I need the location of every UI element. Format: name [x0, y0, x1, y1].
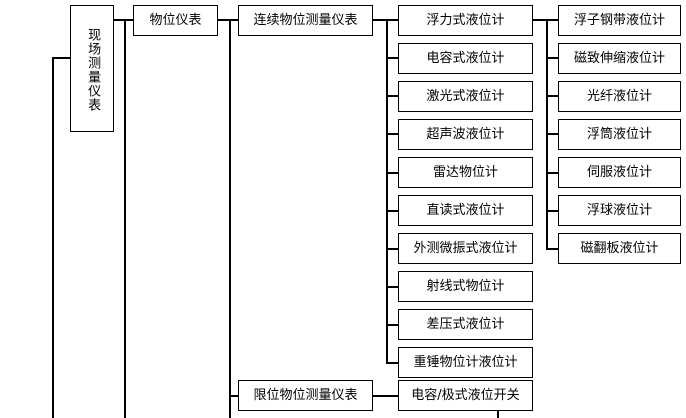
node-label: 物位仪表: [149, 12, 202, 28]
connector-child-stub-7: [386, 248, 398, 250]
node-label: 限位物位测量仪表: [253, 387, 358, 403]
node-label: 雷达物位计: [432, 164, 498, 180]
connector-child-stub-6: [386, 210, 398, 212]
node-weight-level-gauge[interactable]: 重锤物位计液位计: [398, 347, 533, 378]
connector-child-stub-2: [386, 57, 398, 59]
node-float-steel-tape-level-gauge[interactable]: 浮子钢带液位计: [558, 5, 681, 36]
connector-child-stub-1: [386, 19, 398, 21]
node-label: 浮筒液位计: [586, 126, 652, 142]
connector-buoyancy-stub-2: [546, 57, 558, 59]
node-radiation-level-gauge[interactable]: 射线式物位计: [398, 271, 533, 302]
connector-level2-in-stub: [124, 19, 134, 21]
node-label: 直读式液位计: [426, 202, 505, 218]
connector-buoyancy-stub-7: [546, 248, 558, 250]
node-label: 射线式物位计: [426, 278, 505, 294]
node-root-field-measuring-instruments[interactable]: 现场测量仪表: [70, 5, 114, 132]
node-level-indicator[interactable]: 物位仪表: [133, 5, 218, 36]
node-ultrasonic-level-gauge[interactable]: 超声波液位计: [398, 119, 533, 150]
node-direct-reading-level-gauge[interactable]: 直读式液位计: [398, 195, 533, 226]
node-fiber-optic-level-gauge[interactable]: 光纤液位计: [558, 81, 681, 112]
connector-child-stub-9: [386, 324, 398, 326]
connector-buoyancy-stub-6: [546, 210, 558, 212]
node-magnetostrictive-level-gauge[interactable]: 磁致伸缩液位计: [558, 43, 681, 74]
connector-child-stub-4: [386, 133, 398, 135]
node-magnetic-flap-level-gauge[interactable]: 磁翻板液位计: [558, 233, 681, 264]
node-continuous-level-measuring-instruments[interactable]: 连续物位测量仪表: [238, 5, 373, 36]
node-label: 磁致伸缩液位计: [573, 50, 665, 66]
connector-root-left-trunk: [52, 57, 54, 418]
connector-buoyancy-stub-4: [546, 133, 558, 135]
connector-limit-child-stub-1: [386, 395, 398, 397]
node-radar-level-gauge[interactable]: 雷达物位计: [398, 157, 533, 188]
connector-buoyancy-out-stub: [533, 19, 546, 21]
connector-child-stub-8: [386, 286, 398, 288]
node-label: 超声波液位计: [426, 126, 505, 142]
node-label: 磁翻板液位计: [580, 240, 659, 256]
node-displacer-level-gauge[interactable]: 浮筒液位计: [558, 119, 681, 150]
connector-child-stub-10: [386, 362, 398, 364]
node-capacitive-pole-level-switch[interactable]: 电容/极式液位开关: [398, 380, 533, 411]
node-label: 电容/极式液位开关: [411, 387, 520, 403]
connector-trunk-level2: [124, 19, 126, 418]
node-label: 伺服液位计: [586, 164, 652, 180]
connector-continuous-out-stub: [373, 19, 386, 21]
connector-level3-limit-stub: [229, 395, 239, 397]
node-label: 外测微振式液位计: [413, 240, 518, 256]
node-capacitive-level-gauge[interactable]: 电容式液位计: [398, 43, 533, 74]
connector-child-stub-3: [386, 95, 398, 97]
node-label: 重锤物位计液位计: [413, 354, 518, 370]
node-external-micro-vibration-level-gauge[interactable]: 外测微振式液位计: [398, 233, 533, 264]
connector-level3-continuous-stub: [229, 19, 239, 21]
connector-buoyancy-stub-1: [546, 19, 558, 21]
node-servo-level-gauge[interactable]: 伺服液位计: [558, 157, 681, 188]
node-label: 电容式液位计: [426, 50, 505, 66]
node-float-ball-level-gauge[interactable]: 浮球液位计: [558, 195, 681, 226]
node-laser-level-gauge[interactable]: 激光式液位计: [398, 81, 533, 112]
node-buoyancy-level-gauge[interactable]: 浮力式液位计: [398, 5, 533, 36]
connector-trunk-level3: [229, 19, 231, 418]
node-limit-level-measuring-instruments[interactable]: 限位物位测量仪表: [238, 380, 373, 411]
node-label: 差压式液位计: [426, 316, 505, 332]
connector-root-left-stub: [52, 57, 71, 59]
connector-root-right-stub: [114, 19, 125, 21]
node-label: 连续物位测量仪表: [253, 12, 358, 28]
node-differential-pressure-level-gauge[interactable]: 差压式液位计: [398, 309, 533, 340]
connector-buoyancy-stub-3: [546, 95, 558, 97]
connector-trunk-continuous: [386, 19, 388, 363]
node-label: 浮子钢带液位计: [573, 12, 665, 28]
node-label: 现场测量仪表: [85, 27, 101, 112]
node-label: 浮球液位计: [586, 202, 652, 218]
node-label: 激光式液位计: [426, 88, 505, 104]
connector-level2-out-stub: [218, 19, 230, 21]
connector-limit-out-stub: [373, 395, 386, 397]
node-label: 浮力式液位计: [426, 12, 505, 28]
connector-child-stub-5: [386, 172, 398, 174]
connector-buoyancy-stub-5: [546, 172, 558, 174]
node-label: 光纤液位计: [586, 88, 652, 104]
